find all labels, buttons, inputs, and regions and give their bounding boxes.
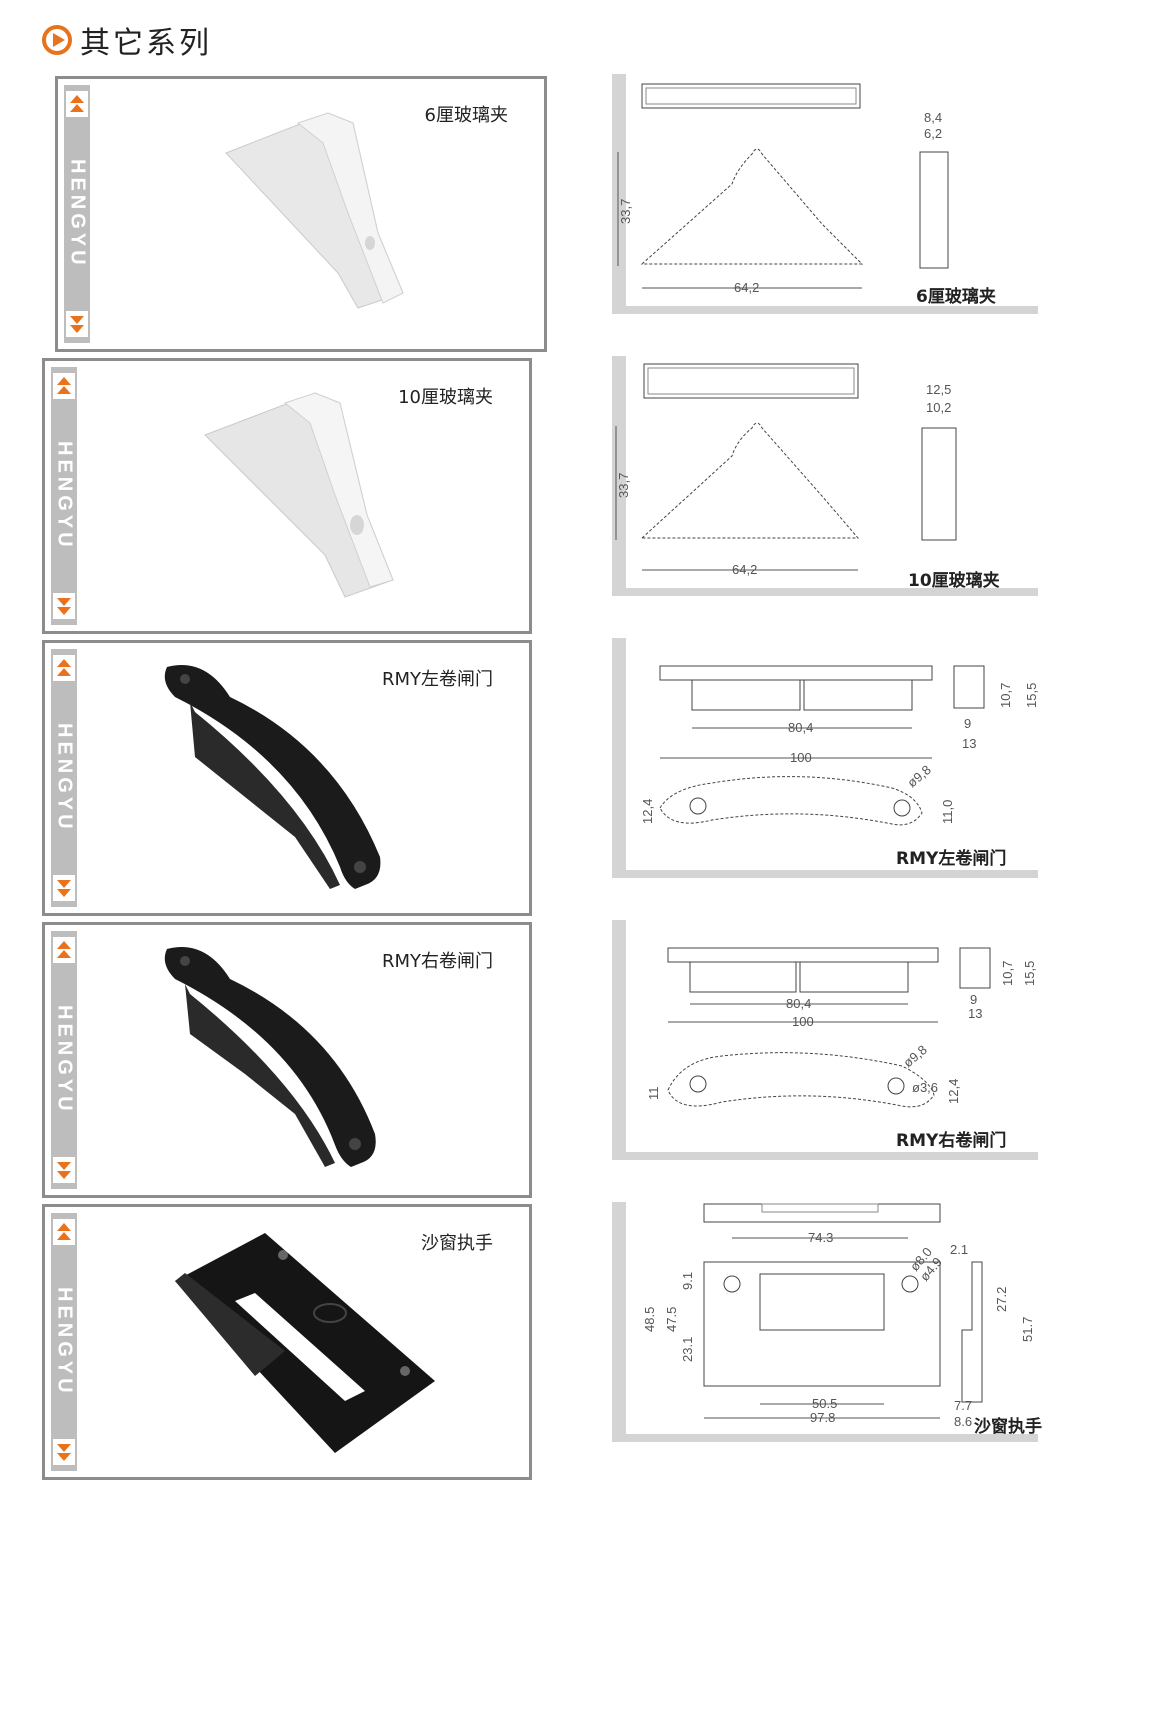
svg-text:10,7: 10,7: [1000, 961, 1015, 986]
product-card: HENGYU RMY左卷闸门: [42, 640, 532, 916]
svg-text:ø3,6: ø3,6: [912, 1080, 938, 1095]
svg-text:74.3: 74.3: [808, 1230, 833, 1245]
drawing-label: 10厘玻璃夹: [908, 571, 1000, 591]
brand-strip: HENGYU: [64, 85, 90, 343]
arrow-down-icon: [53, 593, 75, 619]
arrow-up-icon: [53, 655, 75, 681]
arrow-up-icon: [53, 937, 75, 963]
drawing-panel: 33,7 64,2 12,5 10,2 10厘玻璃夹: [612, 356, 1132, 646]
technical-drawing: 74.3 ø8.0 ø4.9 2.1 48.5 47.5 9.1 23.1 50…: [612, 1202, 1038, 1442]
svg-text:64,2: 64,2: [732, 562, 757, 577]
drawing-label: 6厘玻璃夹: [916, 287, 996, 307]
product-row-2: HENGYU 10厘玻璃夹 33,7 64,2 12,5 10,2 10厘玻璃夹: [0, 356, 1157, 638]
technical-drawing: 33,7 64,2 12,5 10,2: [612, 356, 1038, 596]
brand-strip: HENGYU: [51, 931, 77, 1189]
drawing-label: 沙窗执手: [974, 1417, 1042, 1437]
product-row-3: HENGYU RMY左卷闸门 80,4 100 9 13 10,7: [0, 638, 1157, 920]
drawing-panel: 33,7 64,2 8,4 6,2 6厘玻璃夹: [612, 74, 1132, 364]
page-header: 其它系列: [42, 18, 212, 62]
drawing-panel: 74.3 ø8.0 ø4.9 2.1 48.5 47.5 9.1 23.1 50…: [612, 1202, 1132, 1492]
svg-text:12,4: 12,4: [946, 1079, 961, 1104]
drawing-panel: 80,4 100 9 13 10,7 15,5 ø9,8 12,4 11,0 R…: [612, 638, 1132, 928]
play-circle-icon: [42, 25, 72, 55]
technical-drawing: 80,4 100 9 13 10,7 15,5 ø9,8 12,4 11,0: [612, 638, 1039, 878]
brand-text: HENGYU: [53, 1287, 76, 1397]
brand-strip: HENGYU: [51, 1213, 77, 1471]
brand-text: HENGYU: [53, 441, 76, 551]
arrow-down-icon: [53, 875, 75, 901]
page-title: 其它系列: [80, 26, 212, 61]
technical-drawing: 33,7 64,2 8,4 6,2: [612, 74, 1038, 314]
svg-text:13: 13: [962, 736, 976, 751]
svg-text:10,2: 10,2: [926, 400, 951, 415]
svg-text:12,5: 12,5: [926, 382, 951, 397]
svg-text:51.7: 51.7: [1020, 1317, 1035, 1342]
product-row-5: HENGYU 沙窗执手 74.3 ø8.0 ø4.9: [0, 1202, 1157, 1484]
svg-text:50.5: 50.5: [812, 1396, 837, 1411]
svg-text:33,7: 33,7: [618, 199, 633, 224]
svg-text:11: 11: [646, 1087, 661, 1101]
svg-text:9: 9: [964, 716, 971, 731]
arrow-down-icon: [66, 311, 88, 337]
brand-strip: HENGYU: [51, 649, 77, 907]
product-name: RMY左卷闸门: [381, 669, 493, 690]
svg-text:48.5: 48.5: [642, 1307, 657, 1332]
brand-text: HENGYU: [53, 723, 76, 833]
brand-text: HENGYU: [66, 159, 89, 269]
product-name: RMY右卷闸门: [381, 951, 493, 972]
svg-text:9.1: 9.1: [680, 1272, 695, 1290]
arrow-up-icon: [53, 1219, 75, 1245]
arrow-up-icon: [53, 373, 75, 399]
svg-text:10,7: 10,7: [998, 683, 1013, 708]
svg-text:9: 9: [970, 992, 977, 1007]
product-photo: [164, 665, 381, 889]
product-card: HENGYU 10厘玻璃夹: [42, 358, 532, 634]
svg-text:47.5: 47.5: [664, 1307, 679, 1332]
arrow-down-icon: [53, 1157, 75, 1183]
svg-text:80,4: 80,4: [788, 720, 813, 735]
svg-text:80,4: 80,4: [786, 996, 811, 1011]
product-row-4: HENGYU RMY右卷闸门 80,4 100 9 13 10,7: [0, 920, 1157, 1202]
svg-text:7.7: 7.7: [954, 1398, 972, 1413]
product-photo: [204, 392, 394, 598]
product-card: HENGYU RMY右卷闸门: [42, 922, 532, 1198]
product-card: HENGYU 6厘玻璃夹: [55, 76, 547, 352]
svg-text:64,2: 64,2: [734, 280, 759, 295]
brand-text: HENGYU: [53, 1005, 76, 1115]
svg-text:8,4: 8,4: [924, 110, 942, 125]
product-name: 6厘玻璃夹: [424, 105, 508, 126]
drawing-label: RMY左卷闸门: [896, 849, 1007, 869]
svg-text:97.8: 97.8: [810, 1410, 835, 1425]
svg-text:ø9,8: ø9,8: [900, 1042, 930, 1070]
arrow-up-icon: [66, 91, 88, 117]
svg-text:12,4: 12,4: [640, 799, 655, 824]
product-photo: [175, 1233, 435, 1453]
product-row-1: HENGYU 6厘玻璃夹 33,7 64,2 8,4 6,2 6厘玻璃夹: [0, 74, 1157, 356]
brand-strip: HENGYU: [51, 367, 77, 625]
svg-text:100: 100: [792, 1014, 814, 1029]
svg-text:ø9,8: ø9,8: [904, 762, 934, 790]
drawing-panel: 80,4 100 9 13 10,7 15,5 ø9,8 ø3,6 11 12,…: [612, 920, 1132, 1210]
product-name: 沙窗执手: [421, 1233, 493, 1254]
product-card: HENGYU 沙窗执手: [42, 1204, 532, 1480]
product-photo: [225, 112, 404, 309]
svg-text:100: 100: [790, 750, 812, 765]
svg-text:6,2: 6,2: [924, 126, 942, 141]
svg-text:23.1: 23.1: [680, 1337, 695, 1362]
product-name: 10厘玻璃夹: [398, 387, 493, 408]
product-photo: [164, 947, 376, 1167]
drawing-label: RMY右卷闸门: [896, 1131, 1007, 1151]
arrow-down-icon: [53, 1439, 75, 1465]
svg-text:33,7: 33,7: [616, 473, 631, 498]
svg-text:13: 13: [968, 1006, 982, 1021]
svg-text:15,5: 15,5: [1022, 961, 1037, 986]
svg-text:15,5: 15,5: [1024, 683, 1039, 708]
svg-text:27.2: 27.2: [994, 1287, 1009, 1312]
svg-text:11,0: 11,0: [940, 800, 955, 824]
technical-drawing: 80,4 100 9 13 10,7 15,5 ø9,8 ø3,6 11 12,…: [612, 920, 1038, 1160]
svg-text:8.6: 8.6: [954, 1414, 972, 1429]
svg-text:2.1: 2.1: [950, 1242, 968, 1257]
